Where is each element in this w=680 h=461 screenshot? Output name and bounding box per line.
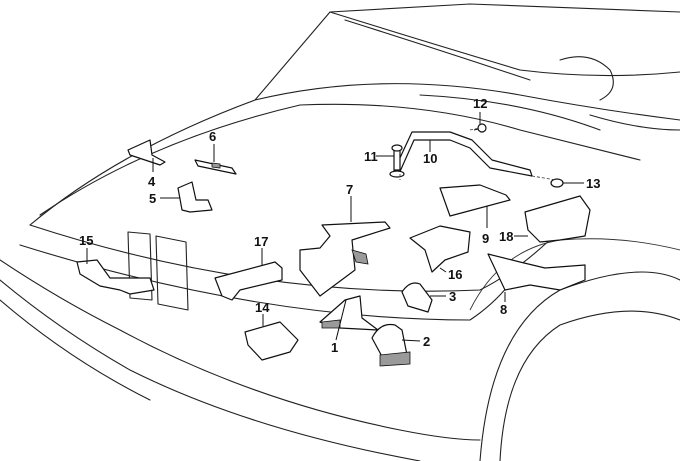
- part-3[interactable]: [401, 282, 433, 313]
- callout-6[interactable]: 6: [209, 129, 216, 144]
- callout-4[interactable]: 4: [148, 174, 156, 189]
- callout-8[interactable]: 8: [500, 302, 507, 317]
- part-13[interactable]: [550, 178, 564, 188]
- callout-13[interactable]: 13: [586, 176, 600, 191]
- callout-16[interactable]: 16: [448, 267, 462, 282]
- part-1[interactable]: [319, 295, 379, 331]
- callout-7[interactable]: 7: [346, 182, 353, 197]
- part-5[interactable]: [177, 181, 213, 213]
- part-4[interactable]: [127, 139, 166, 166]
- callout-14[interactable]: 14: [255, 300, 270, 315]
- part-15[interactable]: [76, 259, 155, 295]
- leader-lines: [86, 112, 584, 342]
- part-17[interactable]: [214, 261, 283, 301]
- callout-5[interactable]: 5: [149, 191, 156, 206]
- alignment-lines: [399, 127, 557, 181]
- part-9[interactable]: [439, 184, 511, 217]
- callout-17[interactable]: 17: [254, 234, 268, 249]
- car-body-outline: [0, 3, 680, 461]
- callout-labels: 1 2 3 4 5 6 7 8 9 10 11 12 13 14 15 16 1…: [79, 96, 600, 355]
- part-16[interactable]: [409, 225, 471, 273]
- callout-3[interactable]: 3: [449, 289, 456, 304]
- callout-18[interactable]: 18: [499, 229, 513, 244]
- part-14[interactable]: [244, 321, 299, 361]
- callout-10[interactable]: 10: [423, 151, 437, 166]
- part-6[interactable]: [194, 159, 237, 175]
- part-12[interactable]: [473, 123, 487, 133]
- part-18[interactable]: [524, 195, 591, 243]
- callout-9[interactable]: 9: [482, 231, 489, 246]
- callout-15[interactable]: 15: [79, 233, 93, 248]
- part-8[interactable]: [487, 253, 586, 291]
- part-11[interactable]: [389, 144, 405, 178]
- callout-12[interactable]: 12: [473, 96, 487, 111]
- callout-11[interactable]: 11: [364, 149, 378, 164]
- callout-1[interactable]: 1: [331, 340, 338, 355]
- part-7[interactable]: [299, 221, 391, 297]
- part-10[interactable]: [391, 131, 533, 177]
- callout-2[interactable]: 2: [423, 334, 430, 349]
- part-2[interactable]: [371, 323, 411, 367]
